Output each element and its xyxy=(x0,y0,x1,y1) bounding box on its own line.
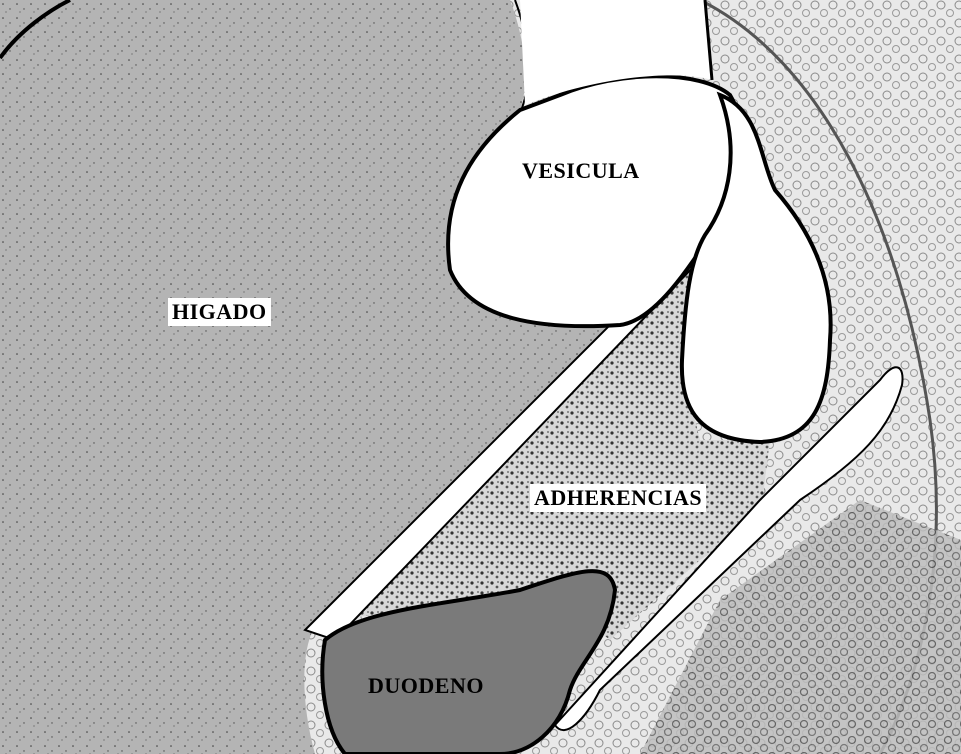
duodenum-label: DUODENO xyxy=(364,672,488,700)
liver-label: HIGADO xyxy=(168,298,271,326)
adhesions-label: ADHERENCIAS xyxy=(530,484,706,512)
gallbladder-label: VESICULA xyxy=(518,157,644,185)
